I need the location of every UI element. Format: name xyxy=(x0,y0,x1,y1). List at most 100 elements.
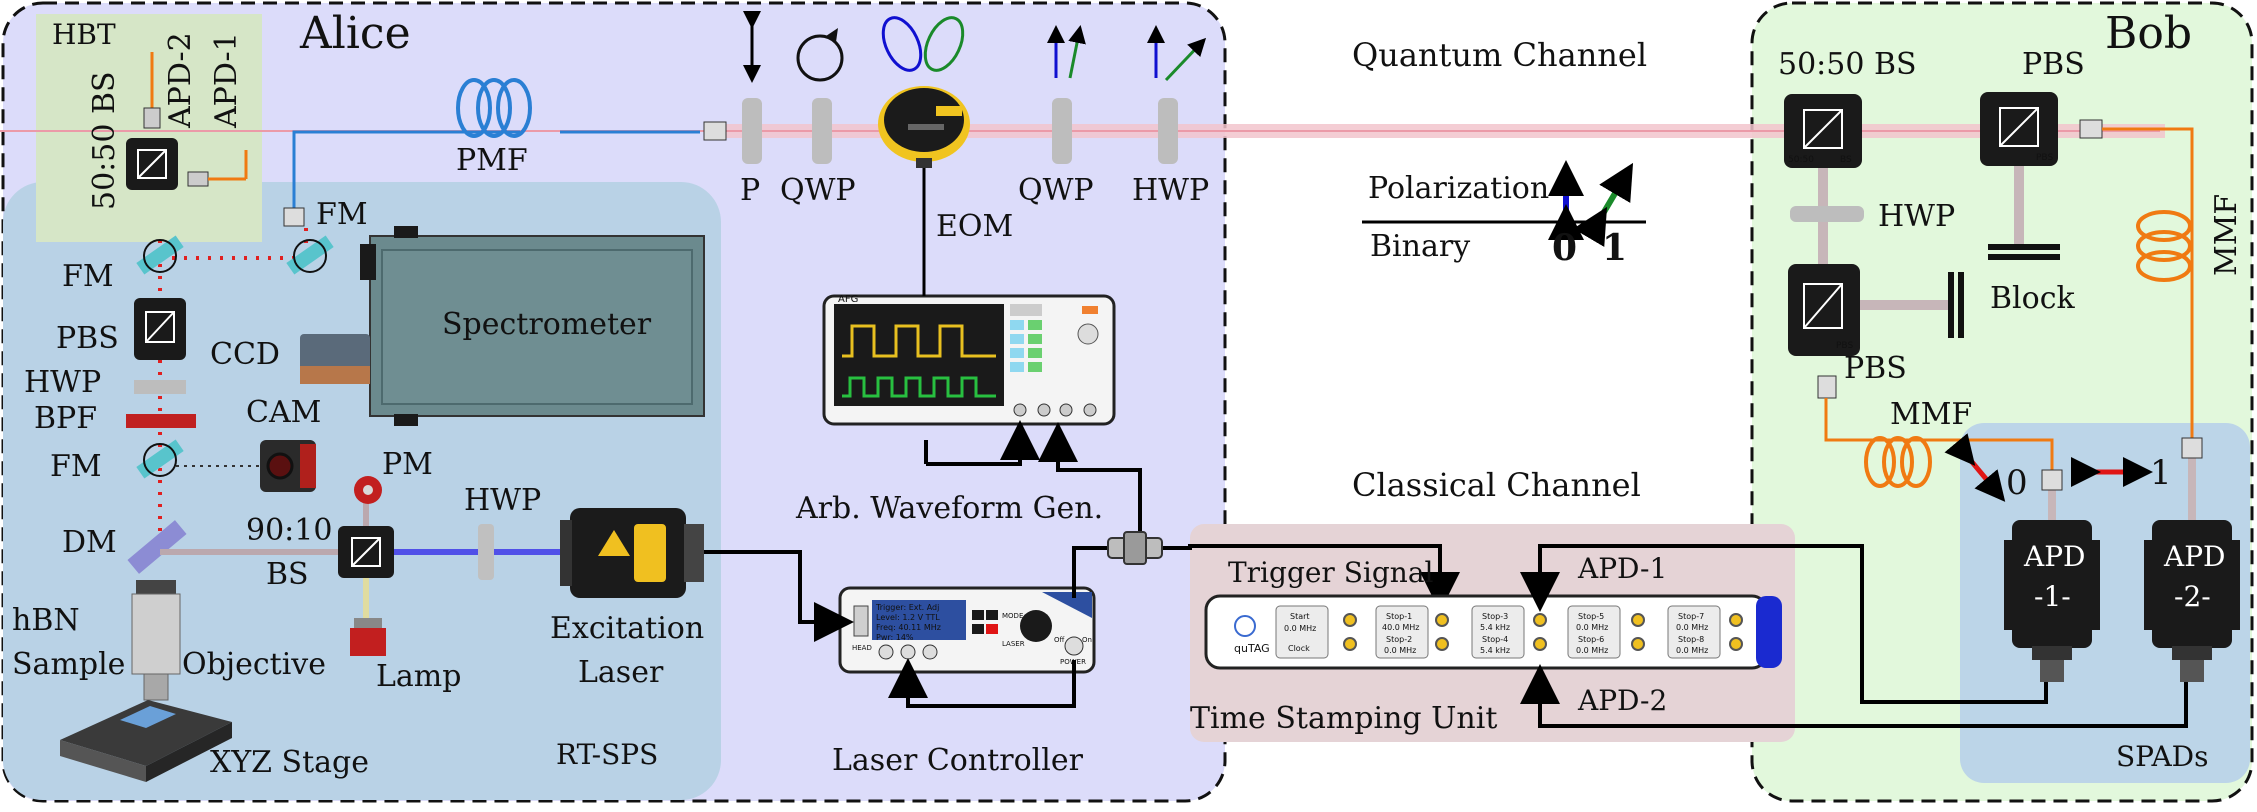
qutag-b2-l2: Stop-4 xyxy=(1482,635,1508,644)
bob-pbs-top-connector xyxy=(2079,119,2103,139)
spads-region xyxy=(1960,423,2250,783)
classical-channel-label: Classical Channel xyxy=(1352,466,1641,504)
hbt-apd2-connector xyxy=(143,107,161,129)
bob-block-label: Block xyxy=(1990,281,2076,316)
fm-left-label: FM xyxy=(62,259,114,294)
qwp2-label: QWP xyxy=(1018,173,1094,208)
apd1-line1: APD xyxy=(2023,540,2086,573)
qutag-box-1 xyxy=(1375,605,1429,659)
laser-ctrl-laser: LASER xyxy=(1002,640,1025,648)
pmf-label: PMF xyxy=(456,143,528,178)
excitation-laser xyxy=(560,508,704,598)
pol-arrow-green xyxy=(1573,162,1634,247)
apd1-line2: -1- xyxy=(2034,580,2071,613)
bob-title: Bob xyxy=(2105,8,2192,59)
alice-hwp2-label: HWP xyxy=(464,483,541,518)
lamp-label: Lamp xyxy=(376,659,461,694)
quantum-channel-label: Quantum Channel xyxy=(1352,36,1647,74)
qutag-b1-l3: 0.0 MHz xyxy=(1384,646,1416,655)
sample-label-2: Sample xyxy=(12,647,125,682)
alice-pbs-cube xyxy=(145,311,175,343)
qutag-b4-l3: 0.0 MHz xyxy=(1676,646,1708,655)
hbt-bs-cube xyxy=(137,149,167,179)
spectrometer-foot-top xyxy=(394,226,418,238)
fm-top-label: FM xyxy=(316,197,368,232)
objective-label: Objective xyxy=(182,647,326,682)
alice-hwp-label: HWP xyxy=(24,365,101,400)
spads-label: SPADs xyxy=(2116,740,2209,773)
polarizer-p xyxy=(742,11,762,164)
awg-device xyxy=(822,294,1116,426)
awg-brand: AFG xyxy=(838,294,858,305)
pmf-connector-left xyxy=(283,207,305,227)
alice-title: Alice xyxy=(299,8,411,59)
ccd-front xyxy=(300,366,370,384)
pmf-connector-right xyxy=(703,121,727,141)
bob-pbs-bottom-label: PBS xyxy=(1844,351,1907,386)
bob-zero-arrow xyxy=(1944,433,2006,502)
laser-ctrl-off: Off xyxy=(1054,636,1065,644)
hbt-label: HBT xyxy=(52,18,116,51)
qwp1 xyxy=(796,28,844,164)
qutag-b2-l3: 5.4 kHz xyxy=(1480,646,1510,655)
eom xyxy=(878,16,970,224)
qutag-device xyxy=(1204,594,1782,670)
laser-ctrl-label: Laser Controller xyxy=(832,743,1084,778)
bnc-splitter xyxy=(1107,531,1163,565)
bob-mmf-bottom-label: MMF xyxy=(1890,397,1972,432)
qutag-b3-l0: Stop-5 xyxy=(1578,612,1604,621)
binary-0: 0 xyxy=(1552,227,1577,269)
pm-center xyxy=(363,485,373,495)
polarization-label: Polarization xyxy=(1368,171,1549,206)
dm-mirror xyxy=(127,520,187,574)
controller-feedback xyxy=(888,658,1076,708)
eom-label: EOM xyxy=(936,209,1013,244)
bob-mmf-bottom xyxy=(1824,398,2054,478)
apd2-line1: APD xyxy=(2163,540,2226,573)
bob-pbs-top-small: PBS xyxy=(2036,153,2053,163)
excitation-label-1: Excitation xyxy=(550,611,704,646)
bs9010-label-bottom: BS xyxy=(266,557,309,592)
qutag-b0-l1: 0.0 MHz xyxy=(1284,624,1316,633)
laser-ctrl-screen-2: Level: 1.2 V TTL xyxy=(876,613,940,622)
binary-label: Binary xyxy=(1370,229,1470,264)
fm-mid-label: FM xyxy=(50,449,102,484)
hbt-apd1-connector xyxy=(187,171,209,187)
bob-hwp-label: HWP xyxy=(1878,199,1955,234)
qutag-b3-l1: 0.0 MHz xyxy=(1576,623,1608,632)
bob-pbs-bottom xyxy=(1788,264,1860,356)
hbt-bs-diag xyxy=(137,149,167,179)
pmf-coil xyxy=(456,78,532,138)
bob-bs-label: 50:50 BS xyxy=(1778,47,1917,82)
qwp1-label: QWP xyxy=(780,173,856,208)
laser-controller xyxy=(838,586,1096,674)
qutag-b3-l3: 0.0 MHz xyxy=(1576,646,1608,655)
bob-mmf-right-label: MMF xyxy=(2209,194,2244,276)
pmf-fiber xyxy=(292,130,700,210)
cam-label: CAM xyxy=(246,395,321,430)
laser-ctrl-head: HEAD xyxy=(852,644,872,652)
alice-pbs xyxy=(134,298,186,360)
spectrometer-foot-bottom xyxy=(394,414,418,426)
time-stamping-label: Time Stamping Unit xyxy=(1190,701,1497,736)
bob-pbs-top-label: PBS xyxy=(2022,47,2085,82)
pm-label: PM xyxy=(382,447,433,482)
apd2-cable xyxy=(1520,664,2188,728)
bob-pbs-bottom-small: PBS xyxy=(1836,341,1853,351)
apd1-cable xyxy=(1520,544,2048,704)
qutag-b1-l1: 40.0 MHz xyxy=(1382,623,1419,632)
p-label: P xyxy=(740,173,760,208)
dm-label: DM xyxy=(62,525,117,560)
bob-bs-ratio-small: 50:50 xyxy=(1788,155,1814,165)
spectrometer-port-top xyxy=(360,244,376,280)
ccd-label: CCD xyxy=(210,337,280,372)
alice-pbs-label: PBS xyxy=(56,321,119,356)
apd2-line2: -2- xyxy=(2174,580,2211,613)
awg-label: Arb. Waveform Gen. xyxy=(795,491,1103,526)
fm-top-mirror xyxy=(286,235,334,275)
binary-1: 1 xyxy=(1602,227,1627,269)
sample-label-1: hBN xyxy=(12,603,80,638)
trigger-signal-label: Trigger Signal xyxy=(1228,556,1434,589)
qutag-box-texts: Start 0.0 MHz Clock Stop-1 40.0 MHz Stop… xyxy=(1284,612,1708,655)
